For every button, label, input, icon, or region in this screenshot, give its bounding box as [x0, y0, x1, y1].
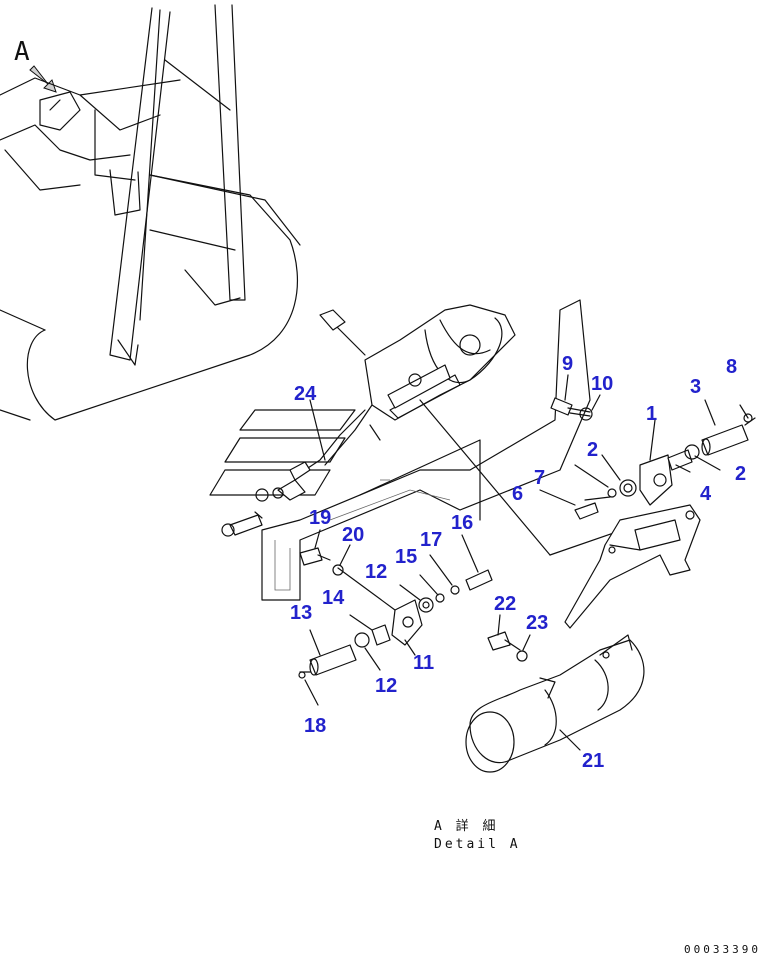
part-label-23: 23 [526, 612, 548, 634]
view-arrow-icon [29, 65, 57, 93]
part-label-9: 9 [562, 353, 573, 375]
part-label-20: 20 [342, 524, 364, 546]
document-number: 00033390 [684, 943, 761, 956]
part-number-labels: 1 2 2 3 4 6 7 8 9 10 11 12 12 13 14 15 1… [290, 353, 746, 772]
part-label-4: 4 [700, 483, 712, 505]
part-label-19: 19 [309, 507, 331, 529]
detail-caption-en: Detail A [434, 837, 521, 852]
part-label-11: 11 [413, 652, 434, 674]
bolt-22 [487, 631, 528, 662]
part-label-3: 3 [690, 376, 701, 398]
part-label-6: 6 [512, 483, 523, 505]
part-label-8: 8 [726, 356, 737, 378]
detail-caption-jp: A 詳 細 [434, 818, 498, 834]
part-label-1: 1 [646, 403, 657, 425]
machine-overview: A [0, 4, 301, 421]
part-label-12: 12 [375, 675, 397, 697]
part-label-12: 12 [365, 561, 387, 583]
lever-arm [564, 504, 701, 629]
control-unit-assembly [304, 304, 681, 556]
part-label-18: 18 [304, 715, 326, 737]
part-label-15: 15 [395, 546, 417, 568]
part-label-24: 24 [294, 383, 317, 405]
part-label-17: 17 [420, 529, 442, 551]
pivot-bracket-1 [574, 413, 756, 520]
pivot-bracket-11 [298, 547, 493, 679]
part-label-16: 16 [451, 512, 473, 534]
bolt-9 [550, 397, 593, 421]
part-label-10: 10 [591, 373, 613, 395]
part-label-13: 13 [290, 602, 312, 624]
part-label-14: 14 [322, 587, 345, 609]
part-label-22: 22 [494, 593, 516, 615]
part-label-21: 21 [582, 750, 604, 772]
part-label-2: 2 [735, 463, 746, 485]
part-label-2: 2 [587, 439, 598, 461]
leader-lines [304, 374, 749, 751]
view-letter: A [14, 37, 30, 67]
cable-rod-end [221, 461, 311, 537]
cover-guard-21 [465, 634, 645, 773]
part-label-7: 7 [534, 467, 545, 489]
